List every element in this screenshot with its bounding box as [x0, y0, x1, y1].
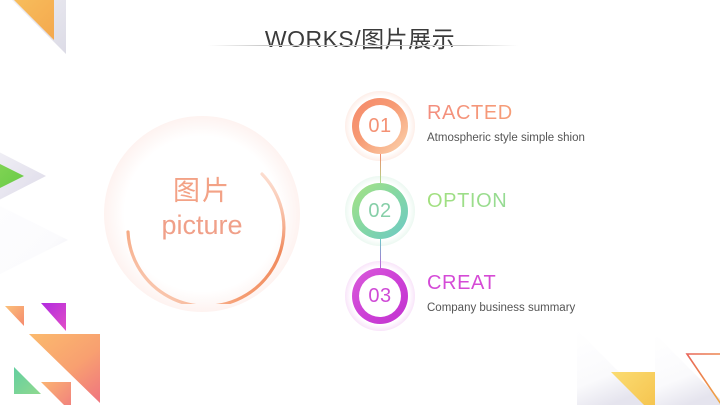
steps-list: 01 RACTED Atmospheric style simple shion… — [345, 91, 682, 353]
step-item-02[interactable]: 02 OPTION — [345, 176, 682, 268]
decoration-left-green — [0, 112, 74, 222]
step-subtitle-03: Company business summary — [427, 302, 576, 314]
picture-ring-arc — [126, 172, 286, 304]
picture-label: 图片 picture — [112, 174, 292, 242]
step-badge-inner-02: 02 — [359, 190, 401, 232]
step-badge-ring-01: 01 — [352, 98, 408, 154]
step-badge-ring-03: 03 — [352, 268, 408, 324]
step-connector-01 — [379, 154, 381, 183]
picture-placeholder[interactable]: 图片 picture — [104, 116, 300, 312]
page-title: WORKS/图片展示 — [264, 26, 456, 52]
step-badge-inner-03: 03 — [359, 275, 401, 317]
step-text-01: RACTED Atmospheric style simple shion — [427, 100, 677, 146]
step-item-01[interactable]: 01 RACTED Atmospheric style simple shion — [345, 91, 682, 183]
step-text-03: CREAT Company business summary — [427, 270, 677, 316]
step-badge-inner-01: 01 — [359, 105, 401, 147]
title-divider — [208, 45, 518, 46]
step-badge-03[interactable]: 03 — [345, 261, 415, 331]
step-heading-02: OPTION — [427, 188, 677, 214]
step-heading-03: CREAT — [427, 270, 677, 296]
step-connector-02 — [379, 239, 381, 268]
decoration-bottom-left-cluster — [0, 276, 150, 405]
step-heading-01: RACTED — [427, 100, 677, 126]
step-badge-01[interactable]: 01 — [345, 91, 415, 161]
step-text-02: OPTION — [427, 188, 677, 218]
picture-label-en: picture — [161, 210, 243, 240]
step-number-03: 03 — [368, 285, 392, 307]
picture-glow — [104, 116, 300, 312]
step-badge-ring-02: 02 — [352, 183, 408, 239]
decoration-left-white-chevron — [0, 172, 80, 307]
step-badge-02[interactable]: 02 — [345, 176, 415, 246]
step-item-03[interactable]: 03 CREAT Company business summary — [345, 261, 682, 353]
step-subtitle-01: Atmospheric style simple shion — [427, 132, 585, 144]
slide-title: WORKS/图片展示 — [0, 24, 720, 54]
step-number-02: 02 — [368, 200, 392, 222]
decoration-top-left — [0, 0, 104, 92]
picture-label-cn: 图片 — [173, 176, 231, 206]
decoration-bottom-right — [575, 310, 720, 405]
step-number-01: 01 — [368, 115, 392, 137]
